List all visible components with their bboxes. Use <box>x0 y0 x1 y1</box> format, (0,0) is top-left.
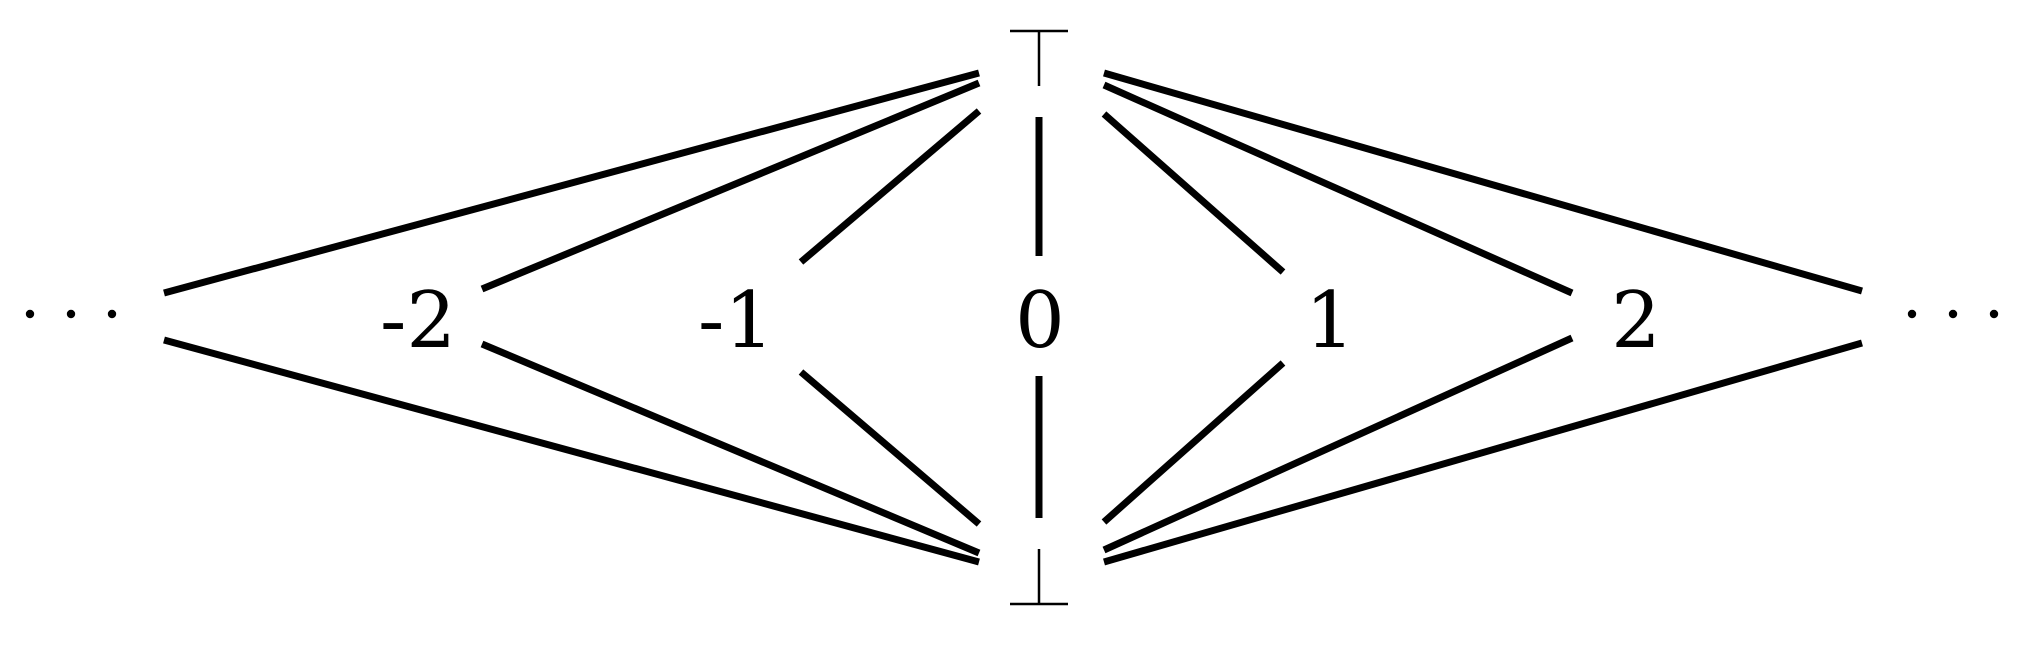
edge-bottom-2 <box>1102 334 1574 554</box>
edge-top-left-ellipsis <box>163 69 980 297</box>
node-2: 2 <box>1611 276 1661 366</box>
right-ellipsis <box>1907 309 1999 319</box>
edge-top-2 <box>1102 81 1574 297</box>
node-minus-1: -1 <box>698 276 774 366</box>
left-ellipsis <box>25 309 117 319</box>
edge-bottom-1 <box>1101 360 1286 525</box>
node-minus-2: -2 <box>380 276 456 366</box>
node-0: 0 <box>1015 276 1065 366</box>
node-1: 1 <box>1305 276 1355 366</box>
edge-top-minus-2 <box>480 79 981 293</box>
top-edges <box>163 69 1863 297</box>
bottom-node <box>1010 549 1068 606</box>
edge-bottom-minus-1 <box>798 369 982 527</box>
edge-bottom-left-ellipsis <box>163 336 980 566</box>
top-node <box>1010 29 1068 86</box>
edge-top-minus-1 <box>798 108 982 265</box>
edge-bottom-right-ellipsis <box>1103 339 1863 566</box>
bottom-edges <box>163 334 1863 566</box>
edge-top-1 <box>1101 111 1286 275</box>
edge-bottom-minus-2 <box>480 340 981 557</box>
edge-top-right-ellipsis <box>1103 69 1863 295</box>
